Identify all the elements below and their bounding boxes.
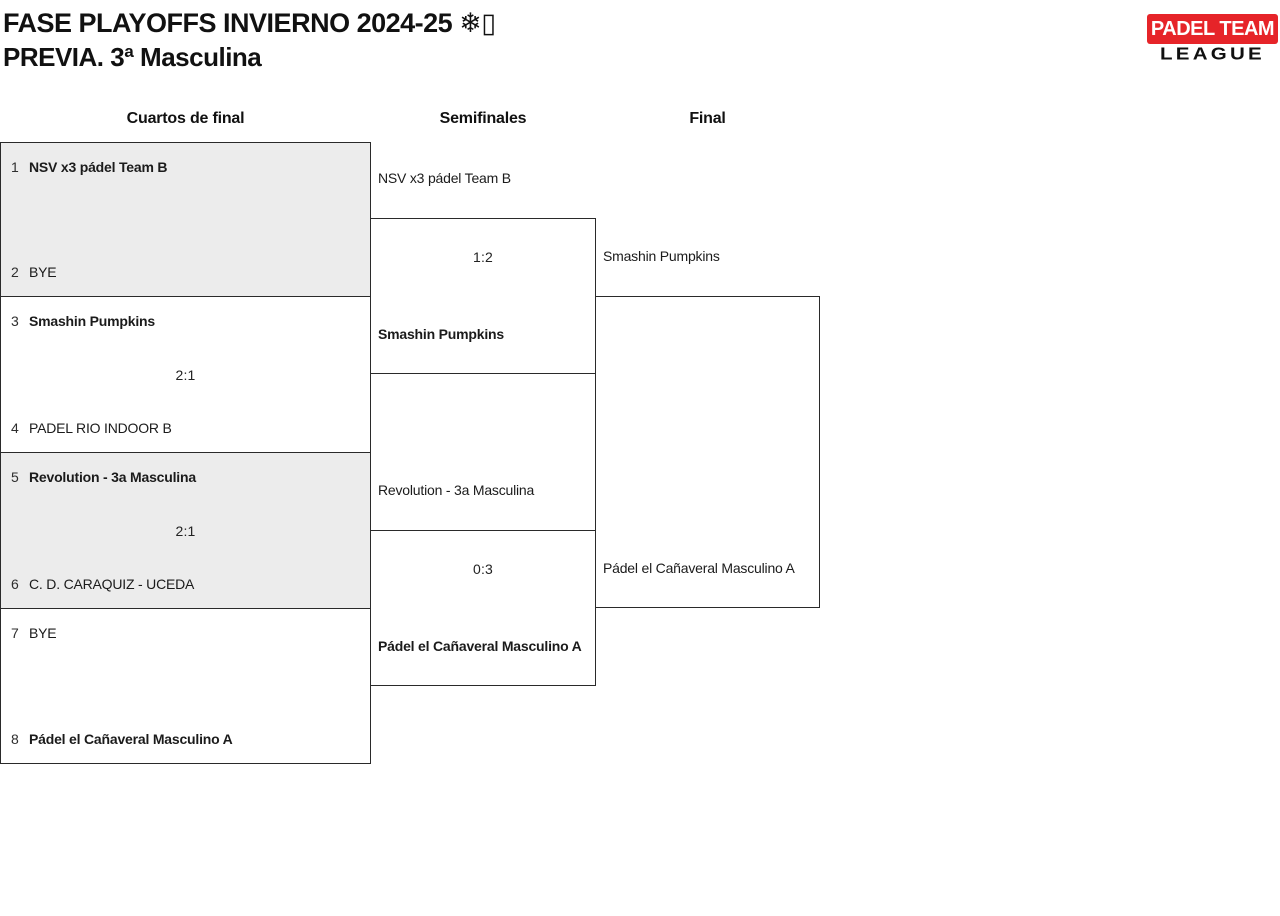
logo-league-text: LEAGUE [1160,45,1265,65]
team-name[interactable]: Smashin Pumpkins [29,313,155,329]
sf-match-2[interactable]: 0:3 [370,530,596,686]
qf2-slot-b: 4 PADEL RIO INDOOR B [11,420,364,436]
match-score: 2:1 [175,366,196,383]
match-score: 2:1 [175,522,196,539]
page-subtitle: PREVIA. 3ª Masculina [3,42,262,72]
padel-team-league-logo[interactable]: PADEL TEAM LEAGUE [1147,14,1278,67]
match-score: 0:3 [472,561,494,577]
final-team-b-label[interactable]: Pádel el Cañaveral Masculino A [603,560,795,576]
qf4-slot-b: 8 Pádel el Cañaveral Masculino A [11,731,364,747]
round-header-final: Final [689,110,726,127]
final-team-a-label[interactable]: Smashin Pumpkins [603,248,720,264]
team-name[interactable]: C. D. CARAQUIZ - UCEDA [29,576,195,592]
qf-match-2[interactable]: 3 Smashin Pumpkins 2:1 4 PADEL RIO INDOOR … [0,296,371,453]
team-name[interactable]: NSV x3 pádel Team B [29,159,168,175]
team-name[interactable]: Pádel el Cañaveral Masculino A [29,731,233,747]
final-match[interactable] [595,296,820,608]
logo-padel-team-text: PADEL TEAM [1147,14,1278,44]
qf3-slot-a: 5 Revolution - 3a Masculina [11,469,364,485]
qf2-slot-a: 3 Smashin Pumpkins [11,313,364,329]
team-name[interactable]: PADEL RIO INDOOR B [29,420,172,436]
qf4-slot-a: 7 BYE [11,625,364,641]
sf1-team-b-label[interactable]: Smashin Pumpkins [378,326,504,342]
page-title: FASE PLAYOFFS INVIERNO 2024-25 ❄▯ [3,8,496,38]
sf2-team-a-label[interactable]: Revolution - 3a Masculina [378,482,535,498]
sf2-team-b-label[interactable]: Pádel el Cañaveral Masculino A [378,638,582,654]
seed-number: 3 [11,313,19,329]
team-name: BYE [29,264,57,280]
team-name: BYE [29,625,57,641]
seed-number: 8 [11,731,19,747]
seed-number: 2 [11,264,19,280]
qf1-slot-b: 2 BYE [11,264,364,280]
qf-match-1[interactable]: 1 NSV x3 pádel Team B 2 BYE [0,142,371,297]
round-header-cuartos: Cuartos de final [126,110,245,127]
sf-match-1[interactable]: 1:2 [370,218,596,374]
seed-number: 5 [11,469,19,485]
qf3-slot-b: 6 C. D. CARAQUIZ - UCEDA [11,576,364,592]
seed-number: 6 [11,576,19,592]
team-name[interactable]: Revolution - 3a Masculina [29,469,196,485]
qf-match-3[interactable]: 5 Revolution - 3a Masculina 2:1 6 C. D. CA… [0,452,371,609]
round-header-semifinales: Semifinales [439,110,527,127]
seed-number: 7 [11,625,19,641]
sf1-team-a-label[interactable]: NSV x3 pádel Team B [378,170,511,186]
match-score: 1:2 [472,249,494,265]
qf-match-4[interactable]: 7 BYE 8 Pádel el Cañaveral Masculino A [0,608,371,764]
seed-number: 4 [11,420,19,436]
seed-number: 1 [11,159,19,175]
qf1-slot-a: 1 NSV x3 pádel Team B [11,159,364,175]
